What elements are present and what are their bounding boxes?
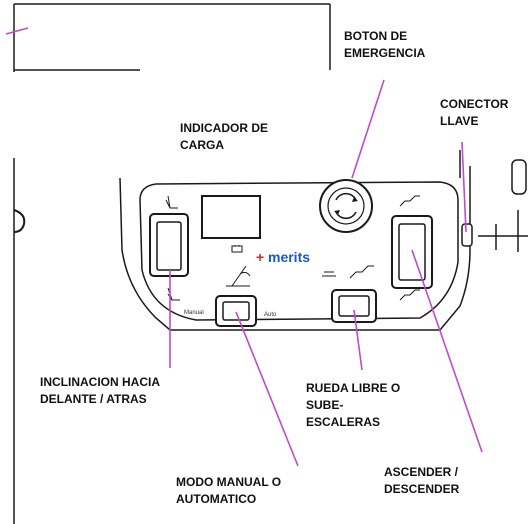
brand-logo: merits <box>268 249 310 265</box>
leader-ascend <box>411 249 483 453</box>
charge-indicator-screen <box>201 195 261 239</box>
brand-plus-icon: + <box>256 249 264 265</box>
callout-key-connector: CONECTOR LLAVE <box>440 97 509 128</box>
callout-emergency-button: BOTON DE EMERGENCIA <box>344 29 426 60</box>
top-left-accent-line <box>5 27 29 35</box>
leader-mode <box>235 311 299 467</box>
leader-freewheel <box>353 309 363 371</box>
manual-label: Manual <box>184 310 204 316</box>
emergency-button[interactable] <box>319 179 373 233</box>
callout-ascend-descend: ASCENDER / DESCENDER <box>384 465 460 496</box>
callout-charge-indicator: INDICADOR DE CARGA <box>180 121 269 152</box>
auto-label: Auto <box>264 312 277 318</box>
callout-freewheel: RUEDA LIBRE O SUBE- ESCALERAS <box>306 381 401 429</box>
callout-tilt: INCLINACION HACIA DELANTE / ATRAS <box>40 375 160 406</box>
mode-rocker-switch[interactable] <box>215 295 257 327</box>
stairs-up-icon <box>399 195 420 301</box>
callout-leader-lines <box>169 79 483 467</box>
leader-emergency <box>351 79 385 179</box>
left-side-arc <box>13 209 26 233</box>
mode-lever-icon <box>226 265 251 287</box>
tilt-rocker-switch[interactable] <box>149 213 189 277</box>
frame-fragment <box>13 3 331 72</box>
battery-icon <box>231 245 243 253</box>
leader-key-connector <box>461 141 467 233</box>
key-connector[interactable] <box>461 223 473 247</box>
callout-manual-auto-mode: MODO MANUAL O AUTOMATICO <box>176 475 282 506</box>
stair-climb-icon <box>322 265 374 279</box>
right-side-bracket <box>478 159 528 252</box>
freewheel-rocker-switch[interactable] <box>331 289 377 323</box>
